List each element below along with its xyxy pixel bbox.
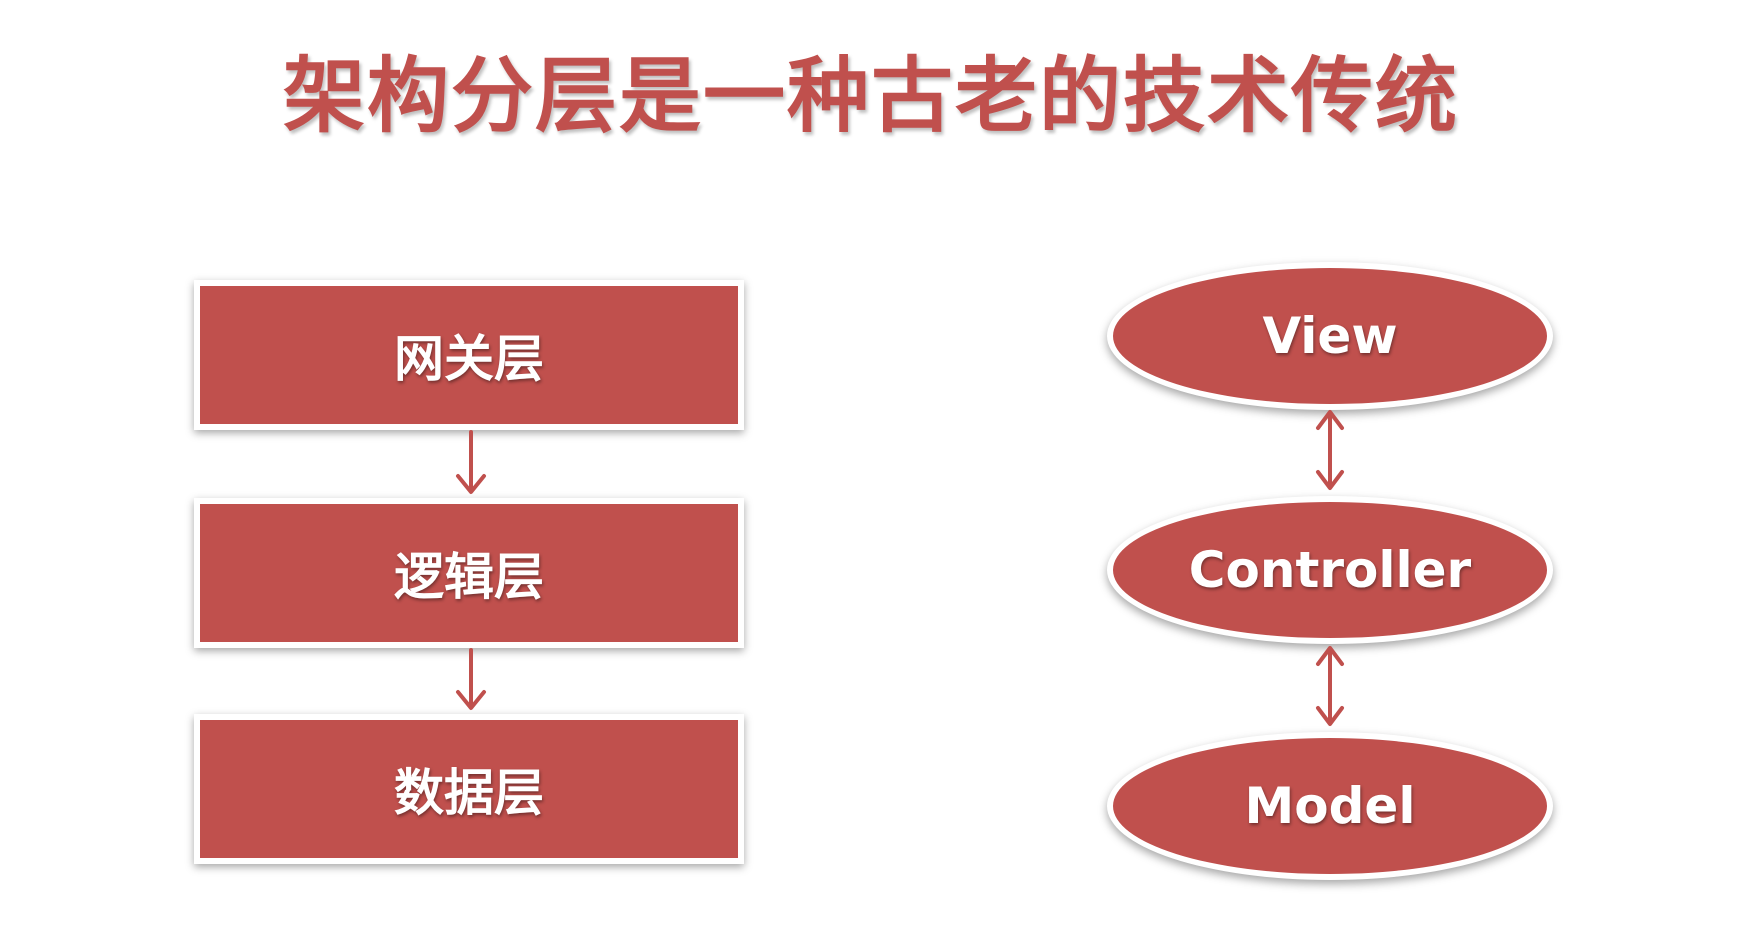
arrow-view-controller	[1316, 410, 1344, 490]
controller-node: Controller	[1107, 496, 1553, 644]
view-node: View	[1107, 262, 1553, 410]
model-node: Model	[1107, 732, 1553, 880]
logic-layer-box: 逻辑层	[194, 498, 744, 648]
gateway-layer-box: 网关层	[194, 280, 744, 430]
arrow-gateway-to-logic	[456, 430, 486, 494]
slide-title: 架构分层是一种古老的技术传统	[282, 49, 1459, 144]
data-layer-box: 数据层	[194, 714, 744, 864]
arrow-logic-to-data	[456, 648, 486, 710]
arrow-controller-model	[1316, 646, 1344, 726]
